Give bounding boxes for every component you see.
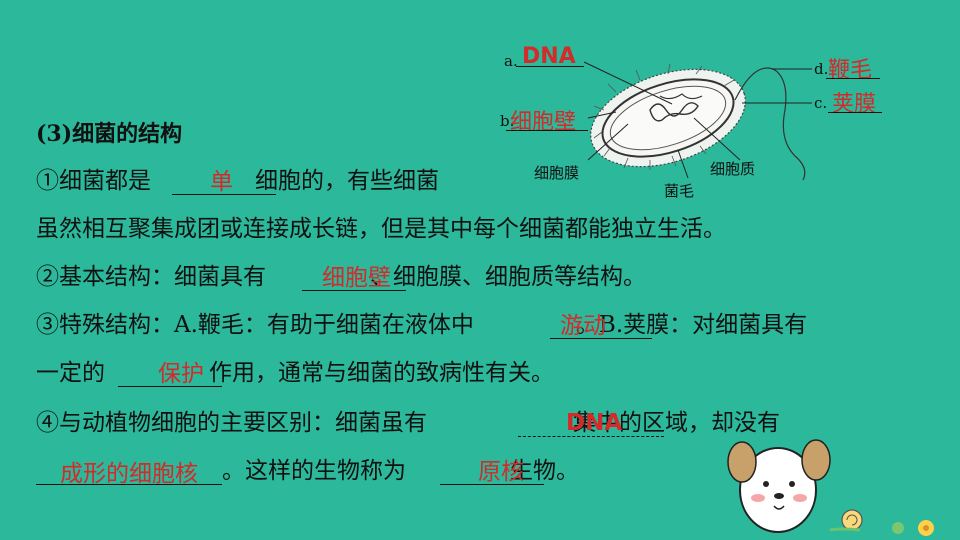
- answer-4: 游动: [560, 313, 606, 339]
- label-c: c.: [814, 94, 828, 112]
- label-b: b.: [500, 112, 515, 130]
- dna-shape-2: [659, 93, 703, 100]
- line-3-post: 、细胞膜、细胞质等结构。: [370, 264, 646, 290]
- blank-a: [516, 66, 584, 67]
- membrane-label: 细胞膜: [534, 164, 580, 182]
- label-d: d.: [814, 60, 829, 78]
- line-4-post: 。B.荚膜：对细菌具有: [575, 312, 808, 338]
- line-4-pre: ③特殊结构：A.鞭毛：有助于细菌在液体中: [36, 312, 474, 338]
- answer-dna-label: DNA: [522, 44, 576, 69]
- line-3-pre: ②基本结构：细菌具有: [36, 264, 266, 290]
- flower-icon: [892, 520, 934, 536]
- line-2: 虽然相互聚集成团或连接成长链，但是其中每个细菌都能独立生活。: [36, 216, 726, 242]
- leader-lines: [583, 61, 812, 179]
- snail-icon: [829, 509, 863, 532]
- blank-3: [302, 290, 406, 291]
- line-1-post: 细胞的，有些细菌: [255, 168, 439, 194]
- line-3: ②基本结构：细菌具有 、细胞膜、细胞质等结构。: [36, 262, 646, 292]
- blank-7a: [36, 484, 222, 485]
- flagellum-shape: [734, 67, 806, 181]
- puppy-mascot: [727, 439, 831, 533]
- answer-flagellum-label: 鞭毛: [828, 58, 873, 83]
- answer-5: 保护: [158, 361, 204, 387]
- section-heading: (3)细菌的结构: [36, 121, 183, 147]
- blank-c: [828, 112, 882, 113]
- line-5-pre: 一定的: [36, 360, 105, 386]
- line-5: 一定的 作用，通常与细菌的致病性有关。: [36, 358, 554, 388]
- dna-shape: [649, 102, 699, 122]
- answer-7a: 成形的细胞核: [60, 461, 198, 487]
- label-a: a.: [504, 52, 518, 70]
- answer-1: 单: [210, 169, 233, 195]
- line-7: 。这样的生物称为 生物。: [36, 456, 579, 486]
- line-7-mid: 。这样的生物称为: [222, 458, 406, 484]
- answer-6: DNA: [566, 410, 623, 436]
- line-6-post: 集中的区域，却没有: [573, 410, 780, 436]
- line-6-pre: ④与动植物细胞的主要区别：细菌虽有: [36, 410, 427, 436]
- pili-shape: [593, 63, 735, 170]
- answer-7b: 原核: [478, 459, 524, 485]
- blank-d: [826, 78, 880, 79]
- line-4: ③特殊结构：A.鞭毛：有助于细菌在液体中 。B.荚膜：对细菌具有: [36, 310, 807, 340]
- blank-b: [506, 130, 588, 131]
- answer-capsule-label: 荚膜: [832, 92, 877, 117]
- line-1-pre: ①细菌都是: [36, 168, 151, 194]
- line-7-post: 生物。: [510, 458, 579, 484]
- cytoplasm-label: 细胞质: [710, 160, 756, 178]
- line-6: ④与动植物细胞的主要区别：细菌虽有 集中的区域，却没有: [36, 408, 780, 438]
- answer-cell-wall-label: 细胞壁: [510, 110, 577, 135]
- blank-7b: [440, 484, 544, 485]
- blank-1: [172, 194, 276, 195]
- cell-membrane-shape: [609, 85, 727, 151]
- line-5-post: 作用，通常与细菌的致病性有关。: [209, 360, 554, 386]
- blank-4: [550, 338, 652, 339]
- answer-3: 细胞壁: [322, 265, 391, 291]
- blank-6: [518, 436, 664, 437]
- pili-label: 菌毛: [664, 182, 695, 200]
- line-1: ①细菌都是 细胞的，有些细菌: [36, 166, 439, 196]
- blank-5: [118, 386, 222, 387]
